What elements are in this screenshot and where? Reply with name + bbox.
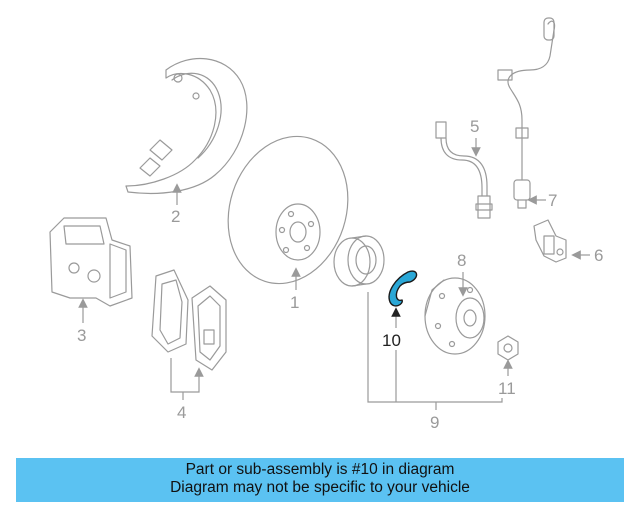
lead-line-4 [170,358,204,393]
hub-nut-part [497,335,519,361]
callout-9: 9 [430,413,439,432]
callout-4: 4 [177,403,186,422]
callout-3: 3 [77,326,86,345]
callout-8: 8 [457,251,466,270]
brake-rotor-part [227,135,349,285]
caliper-part [49,217,133,307]
brake-hose-part [435,121,493,219]
banner-line-2: Diagram may not be specific to your vehi… [170,479,470,496]
parts-diagram: 2 1 3 4 [49,17,603,432]
callout-11: 11 [498,379,516,398]
wheel-speed-sensor-part [533,219,567,263]
wheel-bearing-part [333,235,385,287]
brake-pads-part [151,269,227,371]
banner-line-1: Part or sub-assembly is #10 in diagram [185,461,455,478]
callout-1: 1 [290,293,299,312]
callout-6: 6 [594,246,603,265]
abs-sensor-wire-part [497,17,556,209]
callout-10: 10 [382,331,401,350]
info-banner: Part or sub-assembly is #10 in diagram D… [16,458,624,502]
snap-ring-part [388,270,418,307]
lead-line-9 [367,292,503,403]
callout-7: 7 [548,191,557,210]
splash-shield-part [125,57,248,194]
callout-5: 5 [470,117,479,136]
callout-2: 2 [171,207,180,226]
wheel-hub-part [424,277,486,355]
